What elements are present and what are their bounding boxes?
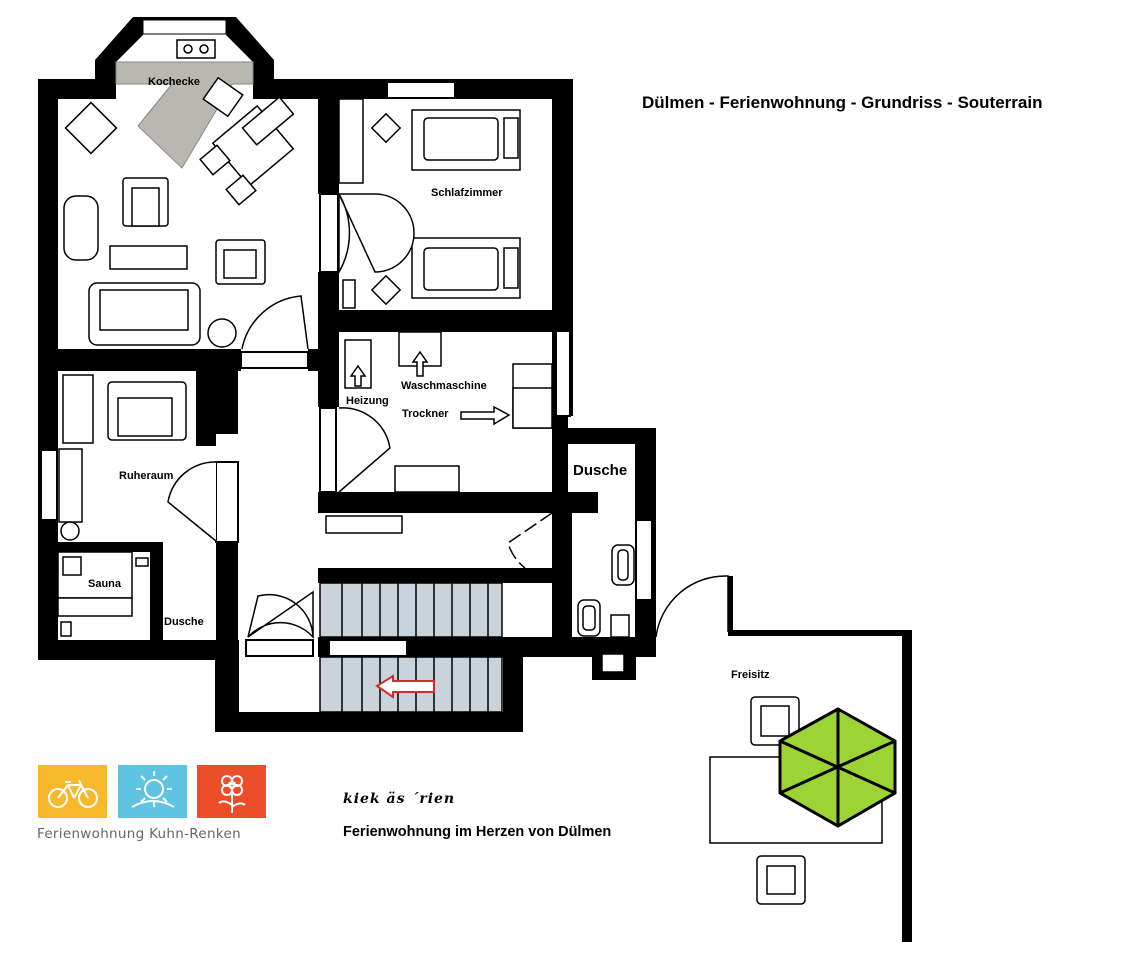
door-swing-stairs <box>507 512 553 569</box>
label-trockner: Trockner <box>402 408 449 420</box>
bicycle-icon <box>38 765 107 818</box>
kitchen-counter <box>115 39 254 169</box>
label-ruheraum: Ruheraum <box>119 470 174 482</box>
sun-icon <box>118 765 187 818</box>
windows <box>142 19 227 35</box>
sauna-furniture <box>57 551 149 637</box>
label-schlafzimmer: Schlafzimmer <box>431 187 503 199</box>
door-swing-ruheraum <box>167 461 217 542</box>
bedroom-furniture <box>338 98 521 309</box>
label-waschmaschine: Waschmaschine <box>401 380 487 392</box>
ruheraum-furniture <box>58 374 403 541</box>
door-frames <box>40 81 653 657</box>
inner-walls <box>38 79 598 657</box>
terrace <box>655 575 912 942</box>
shower-fixtures <box>577 544 635 673</box>
umbrella-icon <box>778 707 897 828</box>
label-heizung: Heizung <box>346 395 389 407</box>
stairs-arrow <box>375 674 435 699</box>
slogan: kiek äs ´rien <box>343 791 456 807</box>
label-dusche-large: Dusche <box>573 462 627 479</box>
door-swing-hwr <box>338 407 391 493</box>
brand-name: Ferienwohnung Kuhn-Renken <box>37 826 241 842</box>
door-swing-corridor <box>247 590 314 639</box>
subtitle: Ferienwohnung im Herzen von Dülmen <box>343 824 612 840</box>
door-swing-bedroom <box>337 191 415 275</box>
living-furniture <box>63 96 295 348</box>
label-dusche-small: Dusche <box>164 616 204 628</box>
flower-icon <box>197 765 266 818</box>
label-sauna: Sauna <box>88 578 122 590</box>
label-kochecke: Kochecke <box>148 76 200 88</box>
outer-walls <box>38 17 656 732</box>
laundry-furniture <box>344 331 553 493</box>
page-title: Dülmen - Ferienwohnung - Grundriss - Sou… <box>642 93 1043 112</box>
door-swing-living <box>241 295 309 350</box>
label-freisitz: Freisitz <box>731 669 770 681</box>
